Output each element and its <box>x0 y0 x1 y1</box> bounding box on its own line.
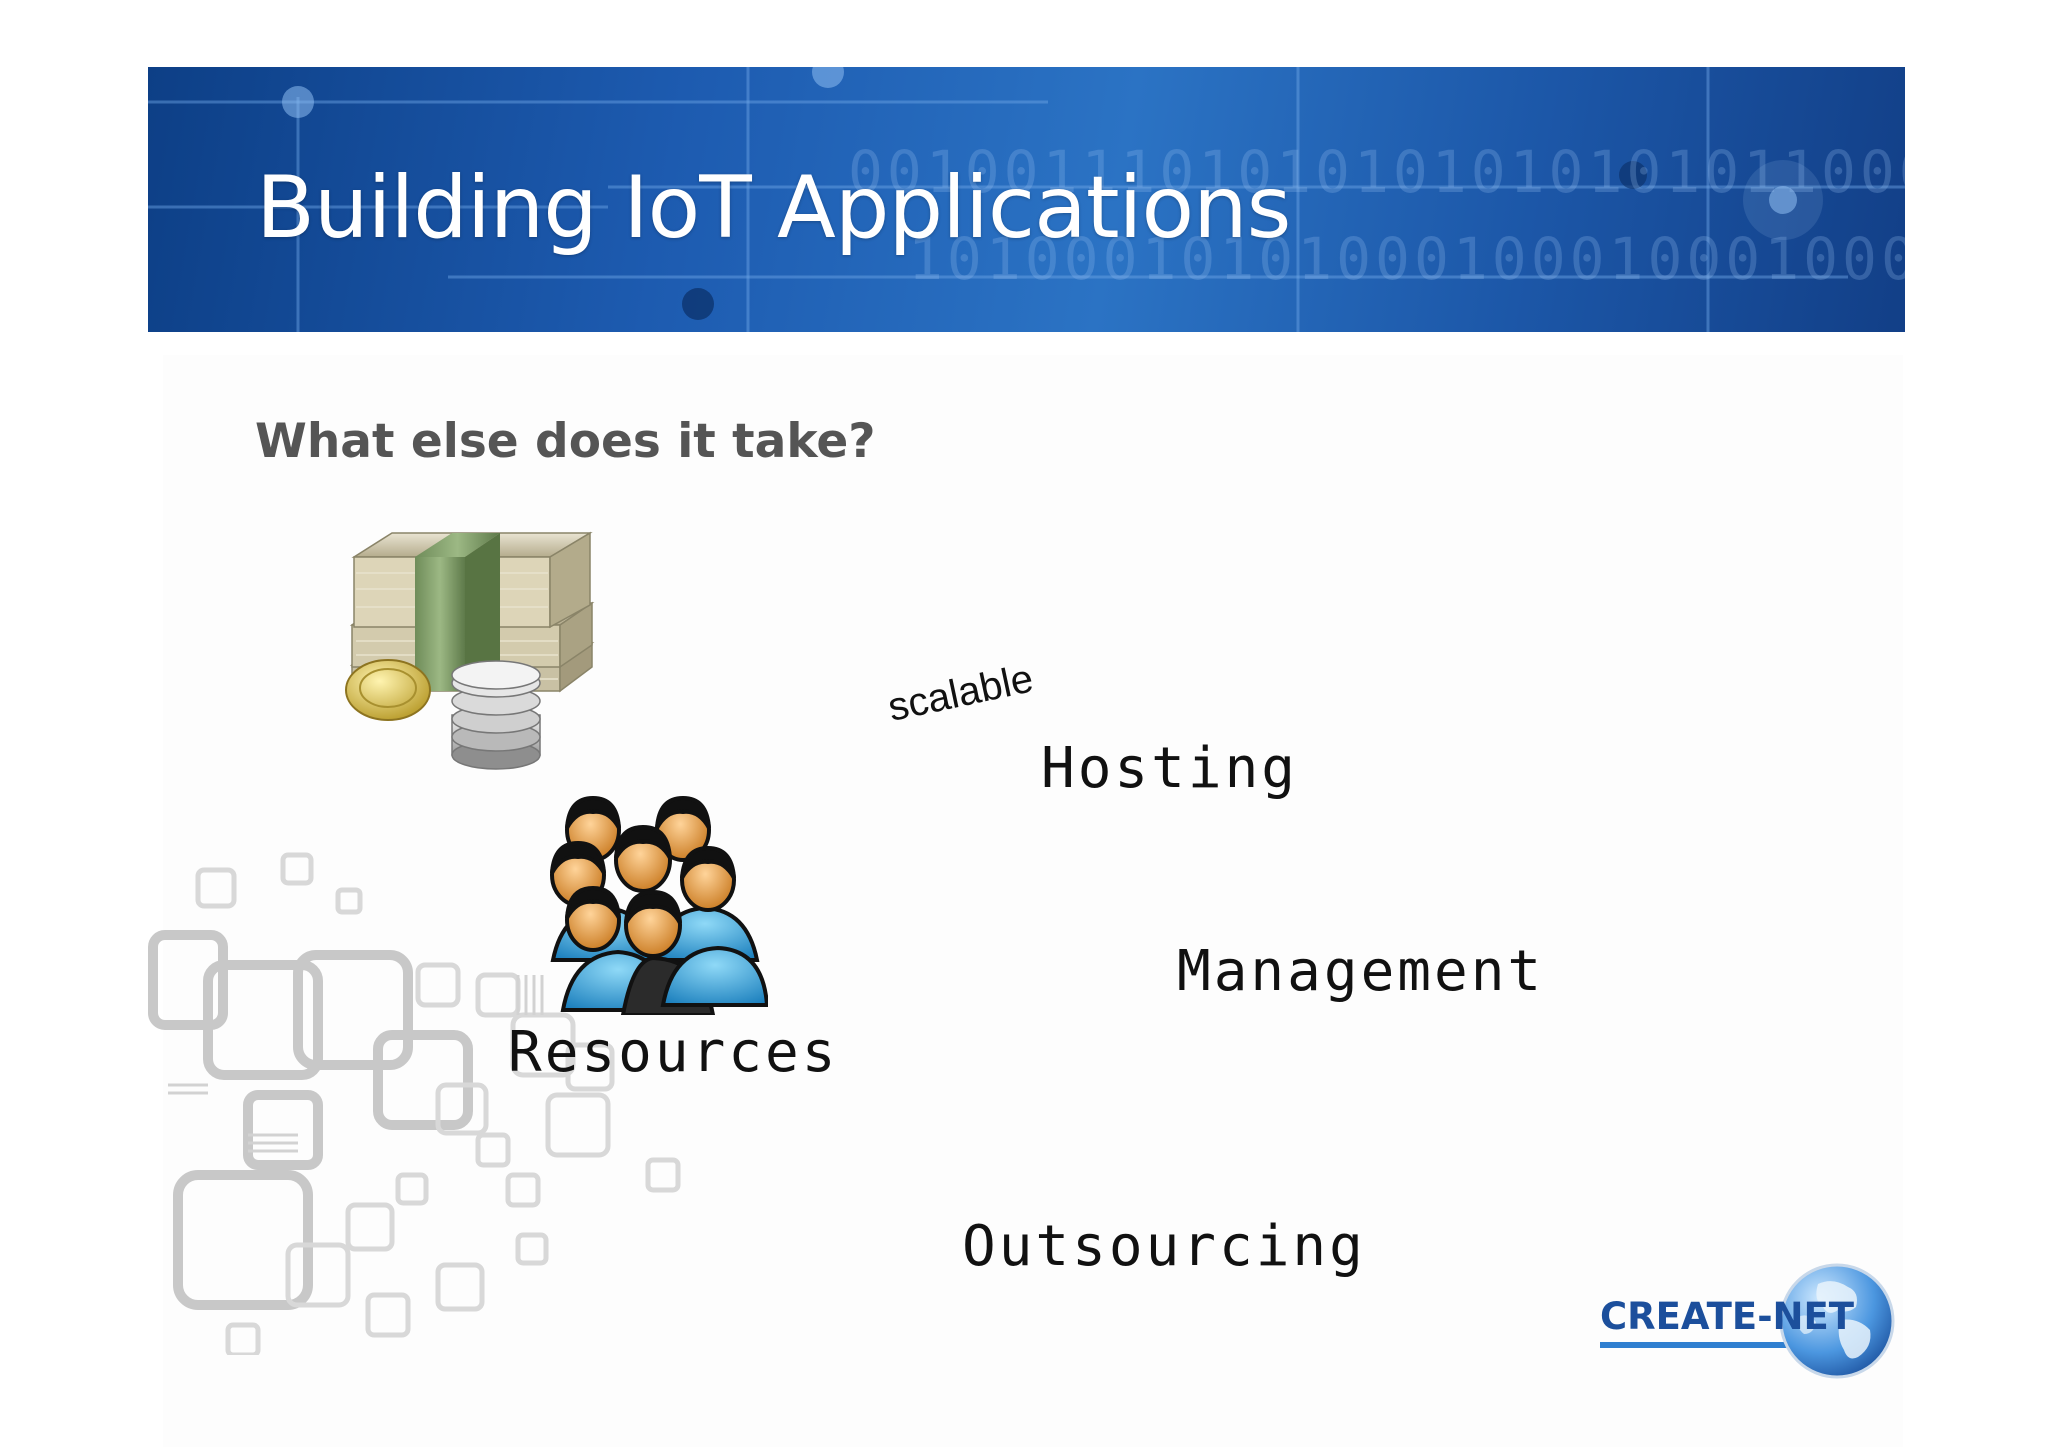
money-stack-icon <box>345 531 595 770</box>
title-banner: 0010011101010101010101011000010 10100010… <box>148 67 1905 332</box>
svg-text:001001110101010101010101100001: 0010011101010101010101011000010 <box>848 138 1905 206</box>
keyword-management: Management <box>1177 939 1545 1004</box>
circuit-lines-icon: 0010011101010101010101011000010 10100010… <box>148 67 1905 332</box>
slide-title: Building IoT Applications <box>256 158 1291 258</box>
create-net-logo: CREATE-NET <box>1592 1262 1902 1380</box>
slide-subtitle: What else does it take? <box>255 414 876 469</box>
people-group-icon <box>550 795 768 1015</box>
logo-underline <box>1600 1342 1810 1348</box>
circuit-pattern-icon <box>148 852 681 1355</box>
logo-text: CREATE-NET <box>1600 1295 1855 1338</box>
keyword-outsourcing: Outsourcing <box>962 1214 1366 1279</box>
keyword-resources: Resources <box>508 1020 839 1085</box>
keyword-hosting: Hosting <box>1041 736 1299 801</box>
globe-icon <box>1779 1263 1895 1379</box>
svg-text:101000101010001000100010000111: 101000101010001000100010000111 <box>908 225 1905 293</box>
